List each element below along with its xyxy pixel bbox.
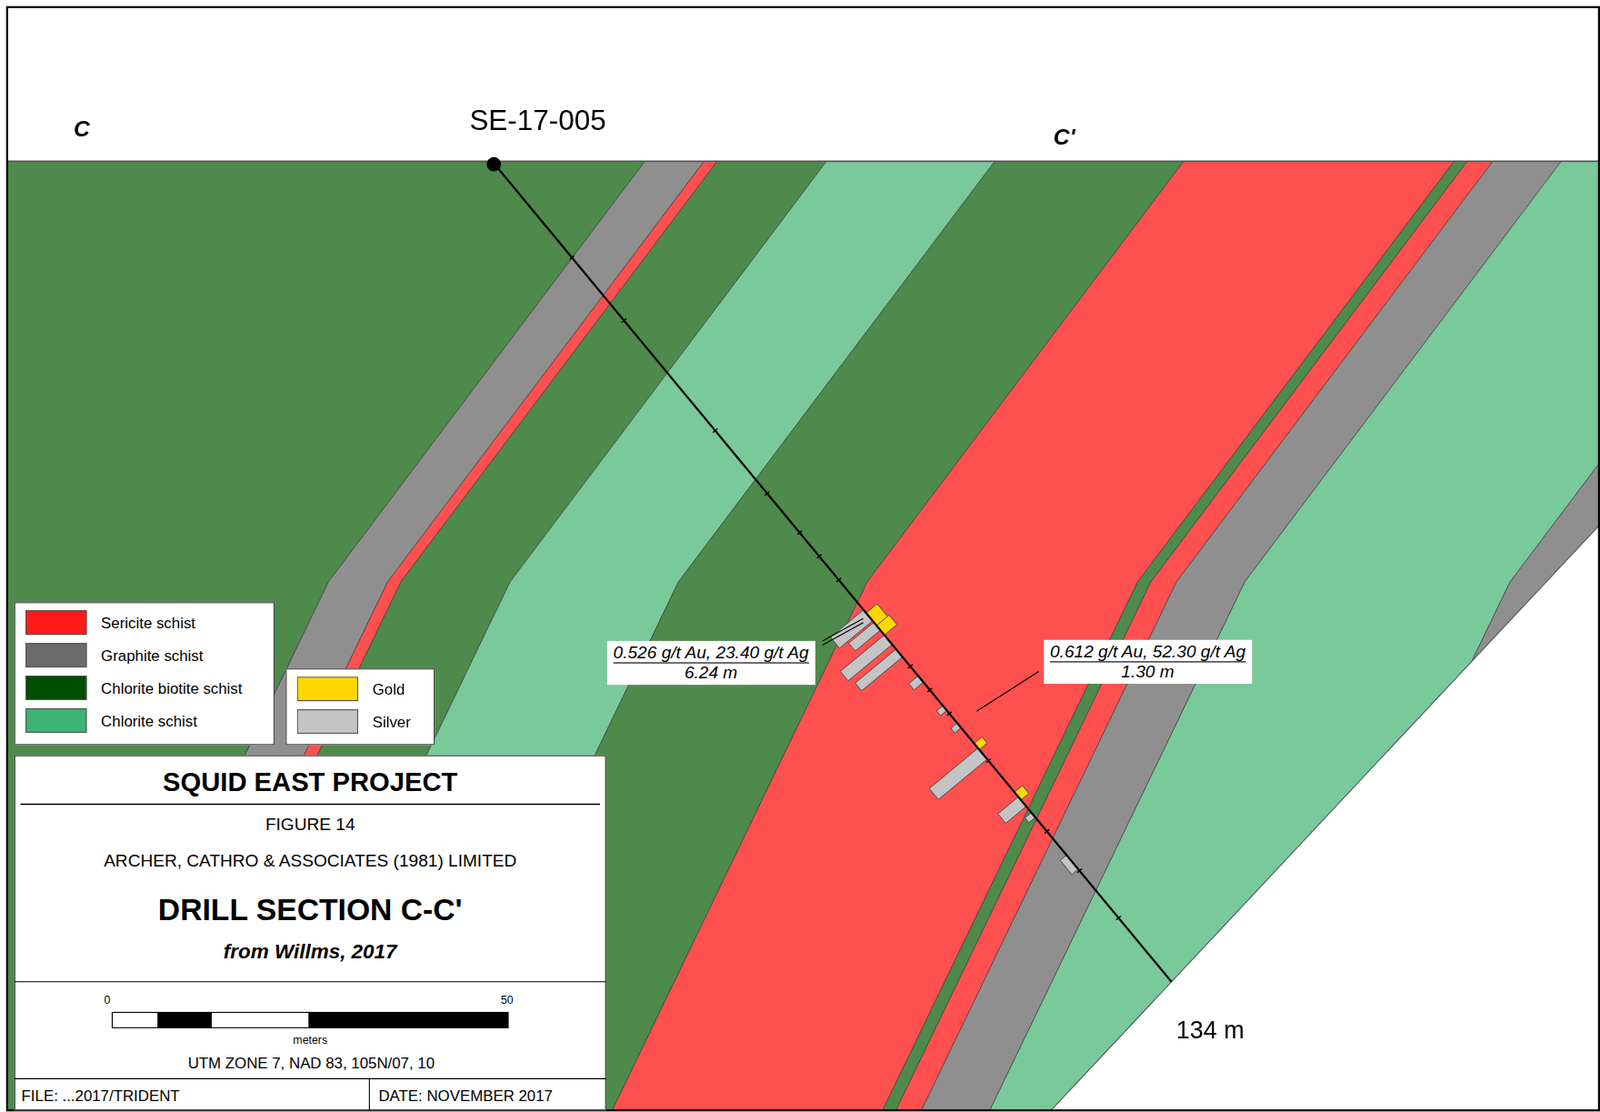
legend-row: Chlorite biotite schist: [25, 673, 242, 702]
legend-swatch: [25, 610, 87, 635]
title-row: from Willms, 2017: [15, 940, 606, 964]
rock-band: [1316, 160, 1600, 1110]
assay-bar: [855, 649, 903, 691]
tick-mark: [817, 554, 822, 559]
legend-swatch: [25, 642, 87, 668]
collar-dot: [486, 157, 501, 172]
title-row: SQUID EAST PROJECT: [15, 766, 606, 799]
legend-text: Gold: [372, 680, 406, 698]
legend-box: Sericite schistGraphite schistChlorite b…: [14, 601, 275, 745]
legend-row: Gold: [297, 674, 406, 703]
tick-mark: [908, 664, 913, 669]
tick-mark: [570, 255, 575, 260]
legend-box: GoldSilver: [285, 668, 435, 745]
scale-bar: [309, 1011, 509, 1028]
legend-swatch: [25, 708, 87, 733]
legend-swatch: [297, 709, 359, 734]
label-wrap: 0: [103, 993, 110, 1006]
legend-text: Silver: [372, 712, 411, 730]
tick-mark: [927, 688, 932, 692]
drawing-date: DATE: NOVEMBER 2017: [378, 1086, 553, 1104]
assay-callout: 0.612 g/t Au, 52.30 g/t Ag1.30 m: [1043, 640, 1251, 684]
label-wrap: UTM ZONE 7, NAD 83, 105N/07, 10: [188, 1053, 435, 1071]
legend-text: Chlorite biotite schist: [100, 679, 242, 697]
title-row: FIGURE 14: [15, 814, 606, 835]
drawing-title: DRILL SECTION C-C': [158, 892, 463, 927]
tick-mark: [621, 318, 627, 322]
legend-row: Sericite schist: [25, 608, 196, 637]
assay-grade: 0.612 g/t Au, 52.30 g/t Ag: [1050, 641, 1246, 662]
legend-text: Graphite schist: [100, 646, 203, 664]
assay-length: 6.24 m: [613, 663, 810, 683]
project-title: SQUID EAST PROJECT: [162, 766, 458, 798]
file-name: FILE: ...2017/TRIDENT: [21, 1086, 180, 1104]
tick-mark: [1077, 869, 1082, 873]
label-wrap: C: [73, 116, 90, 143]
scale-bar: [158, 1011, 211, 1028]
assay-length: 1.30 m: [1050, 661, 1246, 681]
title-row: ARCHER, CATHRO & ASSOCIATES (1981) LIMIT…: [15, 850, 606, 871]
tick-mark: [712, 428, 718, 432]
label-wrap: SE-17-005: [469, 103, 606, 137]
scale-bar: [111, 1011, 159, 1028]
legend-swatch: [25, 675, 87, 700]
source-note: from Willms, 2017: [223, 940, 398, 963]
assay-callout: 0.526 g/t Au, 23.40 g/t Ag6.24 m: [607, 640, 815, 685]
legend-row: Chlorite schist: [25, 706, 198, 735]
tick-mark: [986, 759, 991, 763]
title-cell: FILE: ...2017/TRIDENT: [21, 1080, 180, 1111]
assay-bar: [973, 737, 987, 750]
label-wrap: 134 m: [1176, 1015, 1245, 1044]
company-name: ARCHER, CATHRO & ASSOCIATES (1981) LIMIT…: [103, 850, 517, 870]
rock-band: [1255, 160, 1600, 1110]
scale-text: 50: [500, 993, 514, 1006]
assay-bar: [929, 748, 988, 800]
tick-mark: [836, 578, 841, 582]
title-cell: DATE: NOVEMBER 2017: [378, 1080, 553, 1111]
scale-text: meters: [292, 1033, 328, 1046]
tick-mark: [797, 530, 802, 535]
tick-mark: [1044, 829, 1050, 833]
scale-text: 0: [103, 993, 110, 1006]
legend-swatch: [297, 676, 359, 701]
legend-row: Graphite schist: [25, 640, 203, 670]
tick-mark: [947, 711, 952, 716]
drill-hole-name: SE-17-005: [469, 103, 606, 136]
rule: [14, 1078, 607, 1080]
rock-band: [990, 160, 1600, 1110]
section-end-label: C: [73, 116, 90, 142]
legend-text: Chlorite schist: [100, 711, 198, 730]
scale-text: UTM ZONE 7, NAD 83, 105N/07, 10: [188, 1053, 435, 1071]
scale-bar: [210, 1011, 310, 1028]
tick-mark: [1116, 915, 1121, 920]
figure-number: FIGURE 14: [265, 814, 356, 834]
assay-grade: 0.526 g/t Au, 23.40 g/t Ag: [613, 642, 810, 663]
legend-row: Silver: [297, 707, 411, 736]
rule: [369, 1078, 370, 1110]
rule: [14, 980, 607, 982]
assay-bar: [876, 615, 897, 636]
label-wrap: C': [1053, 124, 1076, 151]
label-wrap: 50: [500, 993, 514, 1006]
label-wrap: meters: [292, 1033, 328, 1046]
rule: [20, 803, 600, 805]
title-row: DRILL SECTION C-C': [15, 892, 606, 928]
tick-mark: [764, 491, 770, 496]
legend-text: Sericite schist: [100, 613, 196, 631]
section-end-label: C': [1053, 124, 1076, 150]
hole-depth: 134 m: [1176, 1015, 1245, 1043]
